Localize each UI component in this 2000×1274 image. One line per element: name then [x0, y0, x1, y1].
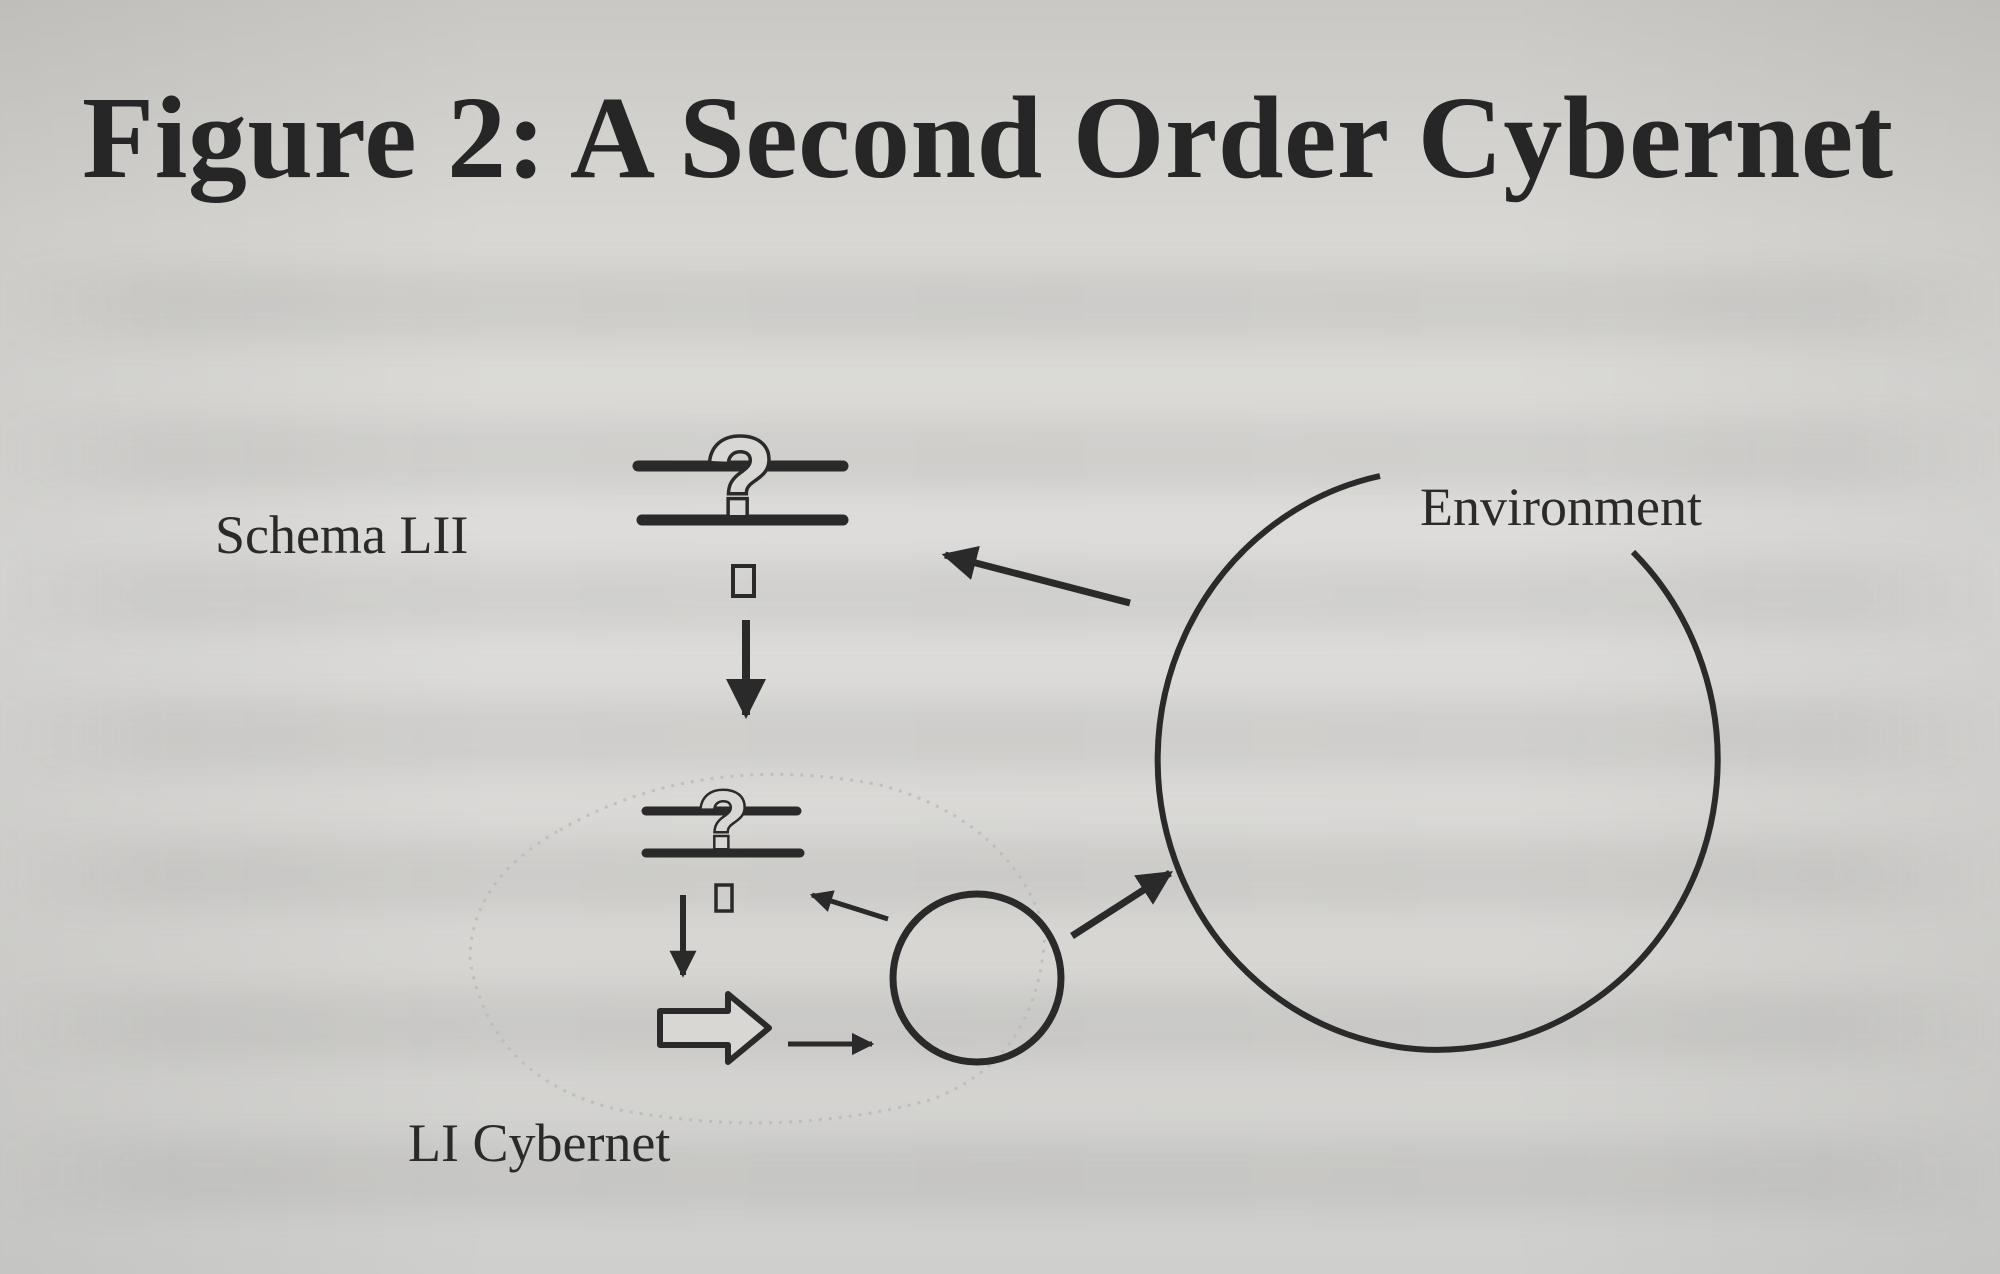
schema-symbol-upper: ? [632, 413, 849, 598]
schema-symbol-lower: ? [641, 773, 805, 913]
environment-to-schema-arrow [941, 545, 1131, 607]
cybernet-circle [889, 890, 1065, 1066]
hollow-block-arrow [657, 991, 772, 1065]
cybernet-label: LI Cybernet [408, 1113, 670, 1173]
schema-label: Schema LII [215, 505, 468, 565]
bleed-through-line [0, 1140, 2000, 1210]
figure-title: Figure 2: A Second Order Cybernet [82, 72, 1894, 203]
schema-box-upper [731, 564, 756, 598]
feedback-arrow-lower [809, 890, 889, 922]
question-mark-upper: ? [706, 416, 773, 539]
environment-circle [1154, 473, 1721, 1053]
question-mark-lower: ? [698, 775, 748, 866]
cybernet-boundary [468, 772, 1047, 1125]
bleed-through-line [0, 990, 2000, 1060]
environment-label: Environment [1420, 477, 1702, 537]
bleed-through-line [0, 700, 2000, 770]
bleed-through-line [0, 270, 2000, 340]
schema-box-lower [714, 883, 734, 913]
cybernet-to-environment-arrow [1070, 870, 1173, 939]
bleed-through-line [0, 420, 2000, 490]
